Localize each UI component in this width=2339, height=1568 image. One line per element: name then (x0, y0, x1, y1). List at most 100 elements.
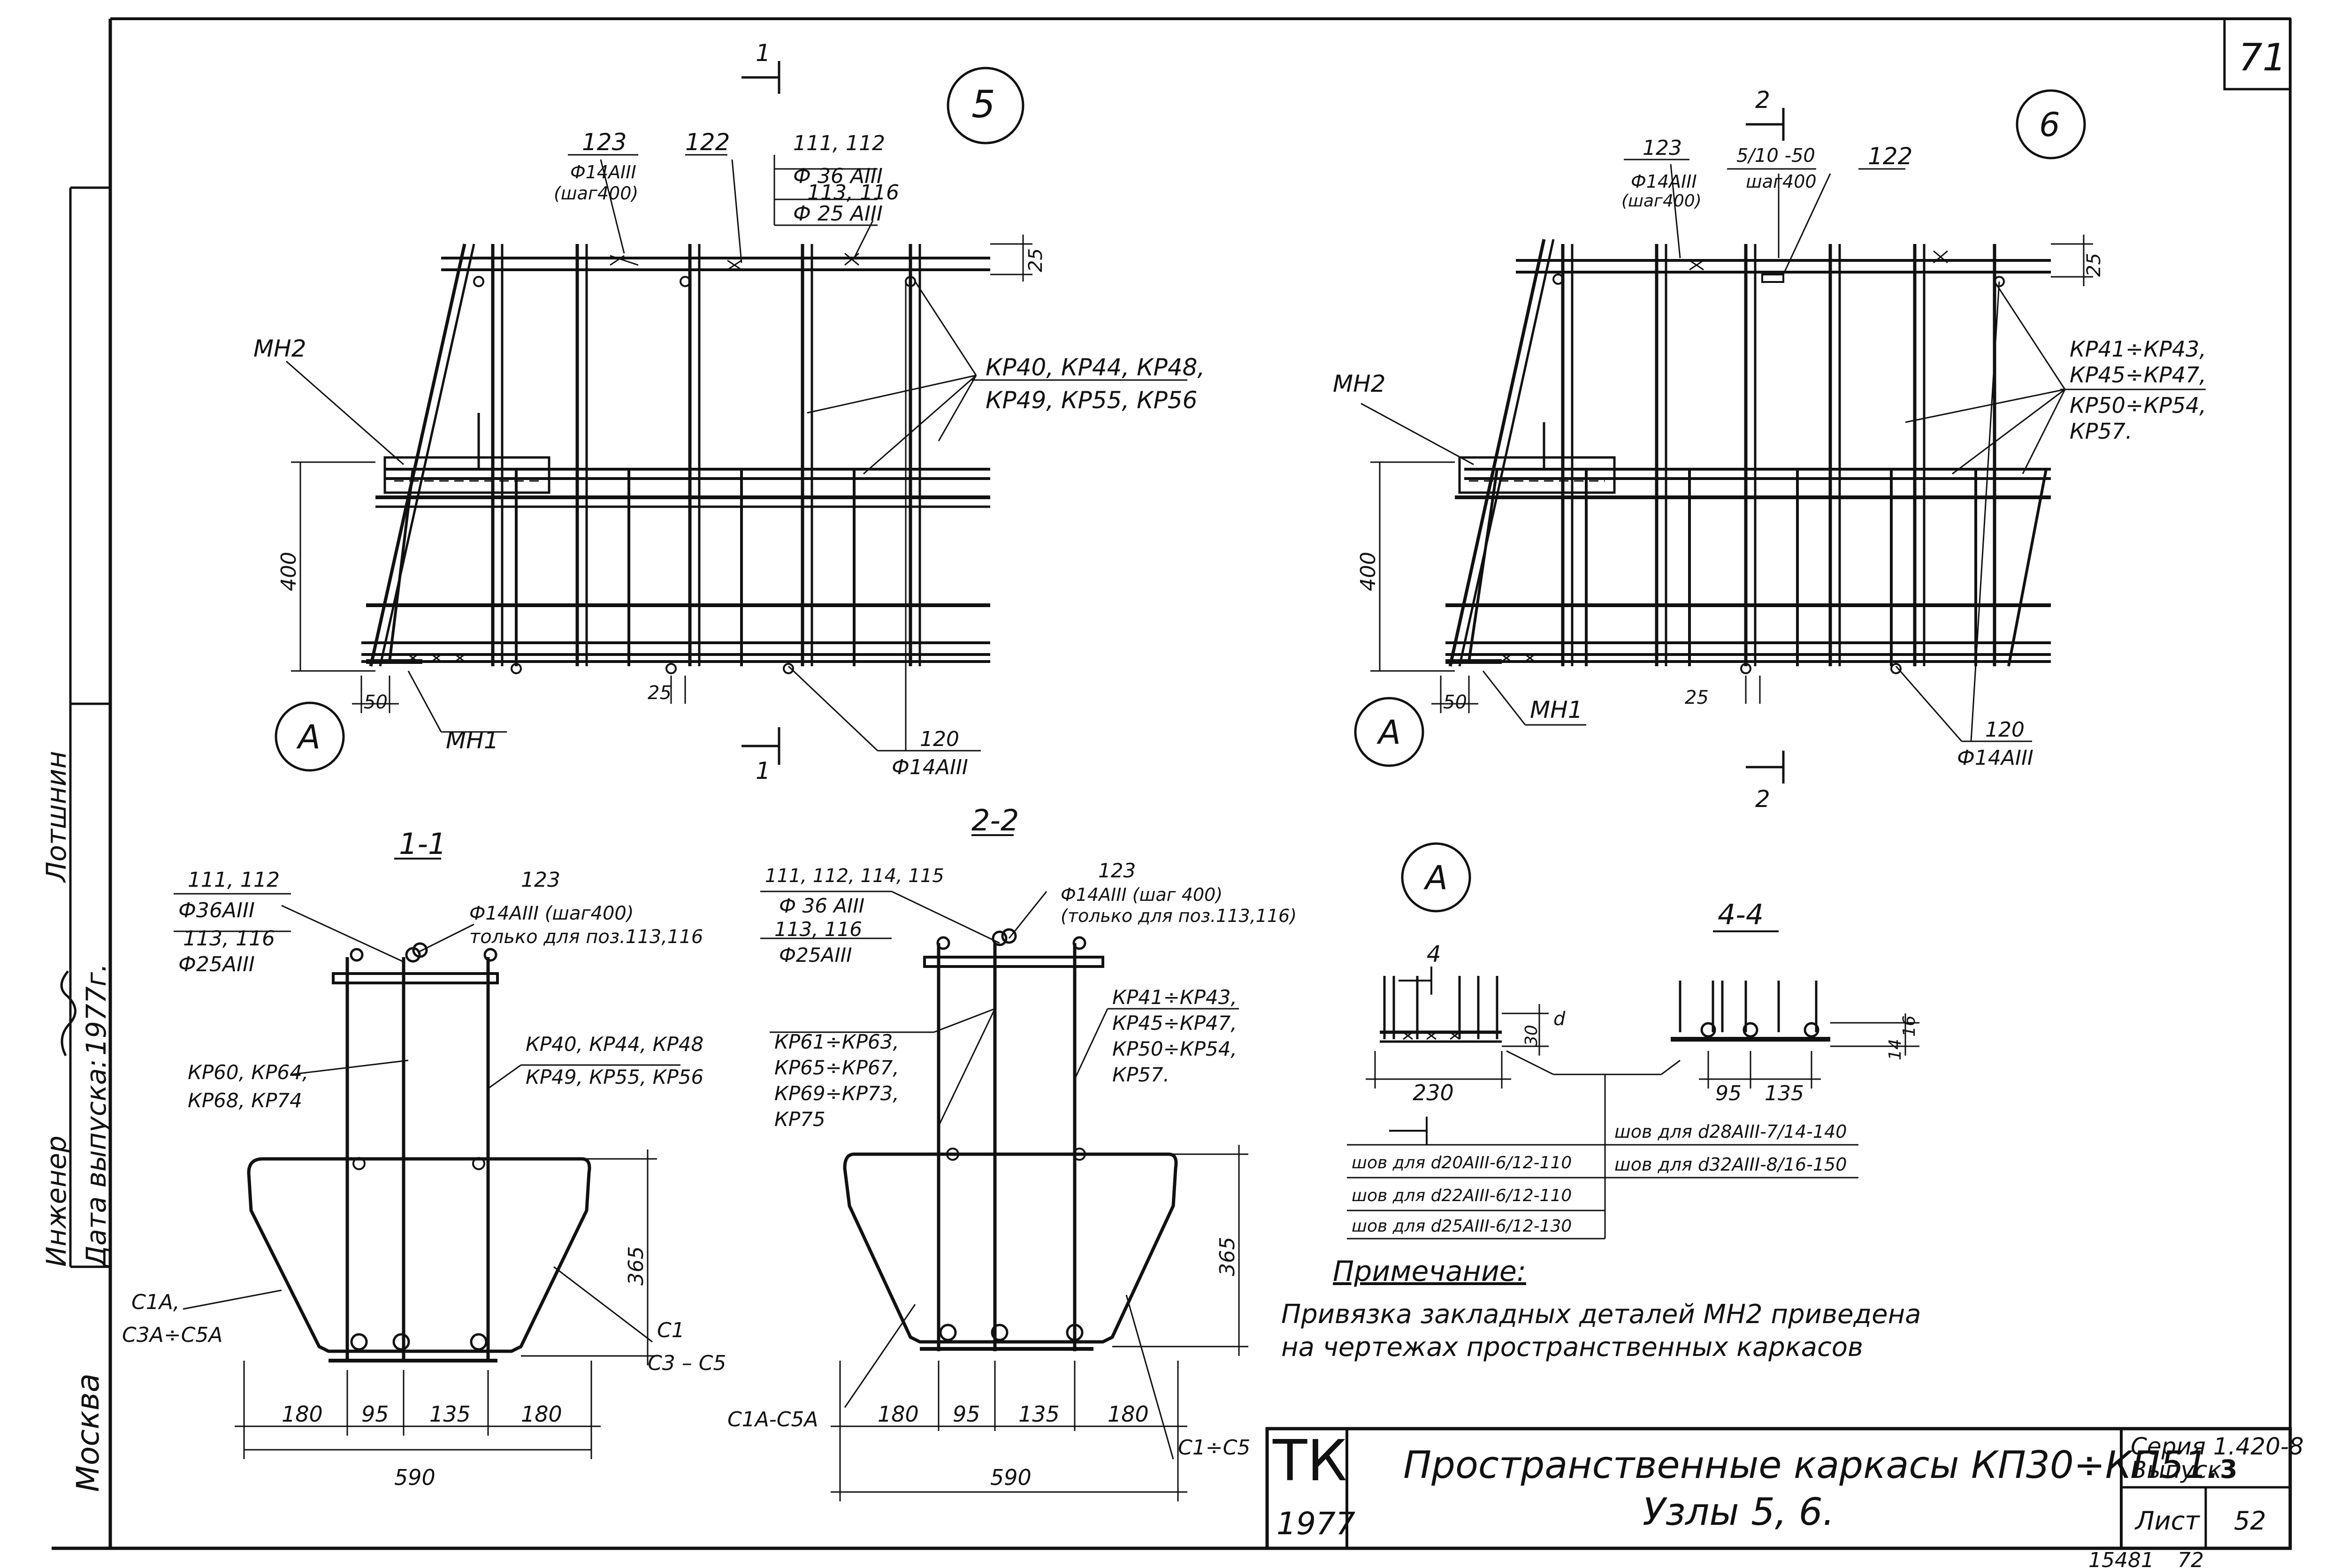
node5-dim-50: 50 (364, 692, 388, 713)
weld-left-3: шов для d25АIII-6/12-130 (1352, 1217, 1572, 1236)
s11-kp-right-2: КР49, КР55, КР56 (526, 1066, 703, 1088)
node5-p113-spec: Ф 25 АIII (793, 202, 883, 226)
s11-kp-left-1: КР60, КР64, (188, 1061, 308, 1084)
s22-p123: 123 (1098, 859, 1136, 882)
node6-kp-2: КР45÷КР47, (2070, 362, 2206, 388)
s22-kp-mid-4: КР75 (774, 1108, 826, 1131)
node5-p122: 122 (685, 129, 730, 156)
stamp-title-2: Узлы 5, 6. (1643, 1490, 1835, 1534)
node5-p120: 120 (920, 727, 959, 751)
s22-p123-spec: Ф14АIII (шаг 400) (1061, 884, 1223, 905)
detail-section-mark-top: 4 (1427, 941, 1441, 967)
s11-dim-180-left: 180 (282, 1401, 323, 1427)
s11-p123: 123 (521, 868, 560, 892)
node6-mh2: МН2 (1333, 370, 1386, 397)
side-name1: Лотшнин (40, 751, 72, 883)
node5-elevation (275, 61, 1187, 772)
node5-mh1: МН1 (446, 727, 499, 754)
stamp-list-no: 52 (2234, 1506, 2266, 1536)
weld-left-1: шов для d20АIII-6/12-110 (1352, 1153, 1572, 1172)
s11-dim-590: 590 (394, 1465, 436, 1490)
detail-dim-135: 135 (1765, 1081, 1804, 1105)
s22-p113-spec: Ф25АIII (779, 944, 852, 967)
title-stamp (1265, 1427, 2292, 1550)
weld-right-2: шов для d32АIII-8/16-150 (1614, 1154, 1847, 1175)
archive-page: 72 (2178, 1548, 2204, 1568)
s11-c-left-1: С1А, (131, 1290, 180, 1314)
s22-dim-365: 365 (1215, 1237, 1239, 1276)
node5-p123-step: (шаг400) (554, 183, 638, 204)
s22-p113: 113, 116 (774, 918, 862, 941)
detail-dim-16: 16 (1900, 1015, 1919, 1037)
node6-dim-50: 50 (1443, 692, 1467, 713)
stamp-series: Серия 1.420-8 (2131, 1433, 2304, 1460)
s11-p113: 113, 116 (183, 927, 275, 951)
detail-a-labels: А 4-4 4 230 30 d 95 135 16 14 шов для d2… (1352, 859, 1919, 1236)
s22-kp-right-4: КР57. (1112, 1063, 1170, 1086)
s11-p113-spec: Ф25АIII (178, 952, 255, 976)
s22-p111: 111, 112, 114, 115 (765, 865, 944, 887)
node5-p123-spec: Ф14АIII (570, 162, 636, 183)
s11-dim-135: 135 (429, 1401, 471, 1427)
s22-p123-note: (только для поз.113,116) (1061, 906, 1297, 926)
node5-p111: 111, 112 (793, 131, 885, 155)
s22-title: 2-2 (971, 803, 1019, 837)
archive-no: 15481 (2088, 1548, 2154, 1568)
s22-kp-mid-1: КР61÷КР63, (774, 1030, 899, 1053)
s11-c-right-2: С3 – С5 (648, 1351, 726, 1375)
note-block: Примечание: Привязка закладных деталей М… (1281, 1255, 1921, 1362)
node5-dim-25-top: 25 (1025, 248, 1047, 272)
node6-kp-4: КР57. (2070, 419, 2133, 444)
stamp-issue: Выпуск (2131, 1456, 2222, 1484)
node6-weld-step: шаг400 (1746, 171, 1817, 192)
node5-dim-25-bottom: 25 (648, 682, 672, 704)
node5-p111-spec: Ф 36 АIII (793, 164, 883, 188)
side-role1: Инженер (40, 1135, 72, 1267)
s11-p111: 111, 112 (188, 868, 280, 892)
node6-labels: 6 2 2 123 Ф14АIII (шаг400) 5/10 -50 шаг4… (1333, 86, 2206, 813)
node5-p113: 113, 116 (807, 181, 899, 205)
node6-p123: 123 (1643, 136, 1682, 160)
s22-kp-mid-3: КР69÷КР73, (774, 1082, 899, 1105)
s22-kp-mid-2: КР65÷КР67, (774, 1056, 899, 1079)
side-block: Инженер Лотшнин Дата выпуска: 1977г. Мос… (40, 751, 112, 1492)
s11-dim-95: 95 (361, 1401, 389, 1427)
s22-dim-135: 135 (1018, 1401, 1060, 1427)
stamp-issue-no: 3 (2220, 1454, 2238, 1484)
node6-id: 6 (2039, 106, 2060, 144)
node6-p122: 122 (1868, 143, 1912, 170)
stamp-title-1: Пространственные каркасы КП30÷КП51. (1403, 1443, 2220, 1487)
node5-callout-a: А (296, 718, 321, 756)
node6-elevation (1354, 89, 2206, 784)
section-2-2 (760, 834, 1248, 1501)
node5-dim-400: 400 (277, 552, 301, 591)
s11-p111-spec: Ф36АIII (178, 898, 255, 922)
s22-kp-right-3: КР50÷КР54, (1112, 1037, 1237, 1060)
s11-kp-right-1: КР40, КР44, КР48 (526, 1033, 703, 1056)
node6-weld: 5/10 -50 (1736, 145, 1815, 167)
s22-c-left: С1А-С5А (727, 1408, 818, 1431)
stamp-org: ТК (1272, 1429, 1347, 1494)
s22-dim-590: 590 (990, 1465, 1032, 1490)
node6-section-mark-top: 2 (1755, 86, 1770, 114)
node5-mh2: МН2 (253, 335, 306, 362)
section-1-1 (174, 858, 680, 1459)
node5-id: 5 (971, 83, 995, 126)
node6-p123-spec: Ф14АIII (1631, 171, 1697, 192)
side-role2: Дата выпуска: (80, 1059, 112, 1268)
s11-dim-365: 365 (624, 1246, 648, 1286)
node6-mh1: МН1 (1530, 696, 1583, 723)
detail-a (1347, 842, 1919, 1240)
node6-p120: 120 (1985, 718, 2025, 742)
side-city: Москва (70, 1373, 106, 1492)
detail-dim-14: 14 (1886, 1039, 1905, 1060)
s22-c-right: С1÷С5 (1178, 1436, 1250, 1460)
s22-kp-right-2: КР45÷КР47, (1112, 1012, 1237, 1035)
side-date: 1977г. (80, 963, 112, 1056)
stamp-list-label: Лист (2134, 1506, 2200, 1536)
detail-dim-30: 30 (1522, 1025, 1541, 1046)
note-line-2: на чертежах пространственных каркасов (1281, 1332, 1863, 1362)
s22-kp-right-1: КР41÷КР43, (1112, 986, 1237, 1009)
s11-c-right-1: С1 (657, 1318, 685, 1342)
